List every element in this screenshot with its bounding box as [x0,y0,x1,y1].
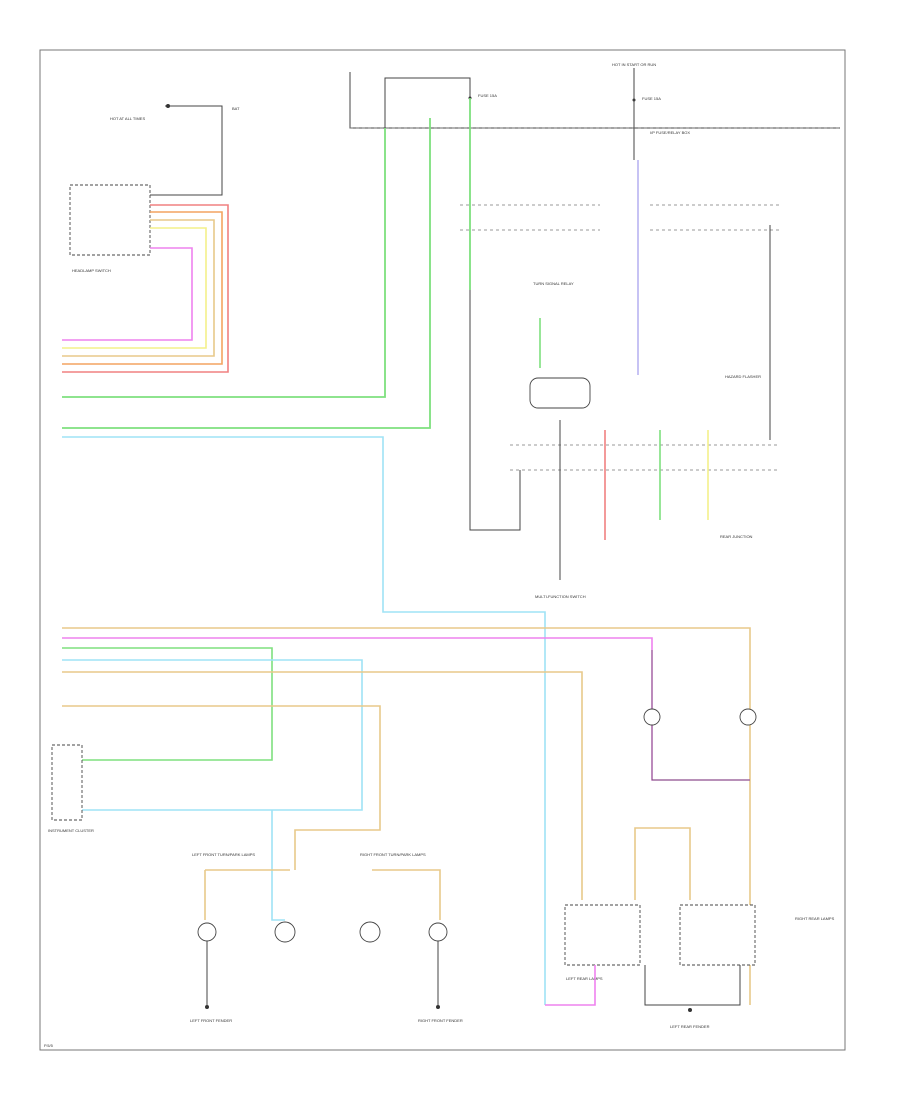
wire-green-2 [62,118,431,429]
fuse-feed-wire [384,77,471,128]
wire-tan-left [62,705,381,870]
right-front-lamps-label: RIGHT FRONT TURN/PARK LAMPS [360,852,426,857]
flasher-wire [469,290,521,531]
wire-lightblue-cluster [62,659,363,811]
right-front-turn-lamp [359,921,381,943]
battery-node [166,104,170,108]
wire-lightblue-main [62,436,546,1005]
rear-ground [644,965,741,1006]
ground-left-label: LEFT FRONT FENDER [190,1018,232,1023]
ground-right-label: RIGHT FRONT FENDER [418,1018,463,1023]
headlamp-switch-label: HEADLAMP SWITCH [72,268,111,273]
left-rear-lamps-label: LEFT REAR LAMPS [566,976,603,981]
hot-label: HOT IN START OR RUN [612,62,656,67]
wire-green-1 [62,128,386,398]
right-rear-lamps [679,904,756,966]
wire-yellow [62,227,207,349]
left-front-turn-lamp [274,921,296,943]
diagram-frame [39,49,846,1051]
hot-at-all-times-label: HOT AT ALL TIMES [110,116,145,121]
left-rear-lamps [564,904,641,966]
fuse-right-label: FUSE 15A [642,96,661,101]
page-footer: P.5/5 [44,1043,54,1048]
rear-lamp-connector [651,650,750,781]
right-rear-lamps-label: RIGHT REAR LAMPS [795,916,835,921]
wire-tan-right [62,671,583,900]
turn-signal-label: TURN SIGNAL RELAY [533,281,574,286]
wire-tan-front-r [372,869,441,920]
left-front-lamps-label: LEFT FRONT TURN/PARK LAMPS [192,852,255,857]
instrument-cluster [51,744,83,821]
battery-wire [150,105,223,196]
left-front-park-lamp [197,922,217,942]
rear-ground-label: LEFT REAR FENDER [670,1024,710,1029]
fuse-top-label: FUSE 15A [478,93,497,98]
wire-lightblue-lamp [271,810,285,921]
junction-box-label: I/P FUSE/RELAY BOX [650,130,690,135]
wire-red [62,204,229,373]
wire-orange [62,211,223,365]
wire-tan-front [204,869,290,920]
battery-label: BAT [232,106,240,111]
ground-left-node [205,1005,209,1009]
headlamp-switch [69,184,151,256]
rear-junction-label: REAR JUNCTION [720,534,753,539]
hazard-flasher-label: HAZARD FLASHER [725,374,761,379]
fuse-box-outline [349,72,840,129]
wire-tan-long [62,627,751,1005]
wire-pink-bottom [545,965,596,1006]
left-rear-lamp-upper [643,708,661,726]
ground-right-node [436,1005,440,1009]
wire-tan-rear [634,827,691,900]
right-front-park-lamp [428,922,448,942]
wire-pink [62,247,193,341]
right-rear-lamp-upper [739,708,757,726]
wire-tan [62,219,215,357]
instrument-cluster-label: INSTRUMENT CLUSTER [48,828,94,833]
hazard-flasher [529,377,591,409]
wire-green-cluster [62,647,273,761]
multifunction-switch-label: MULTI-FUNCTION SWITCH [535,594,586,599]
rear-ground-node [688,1008,692,1012]
